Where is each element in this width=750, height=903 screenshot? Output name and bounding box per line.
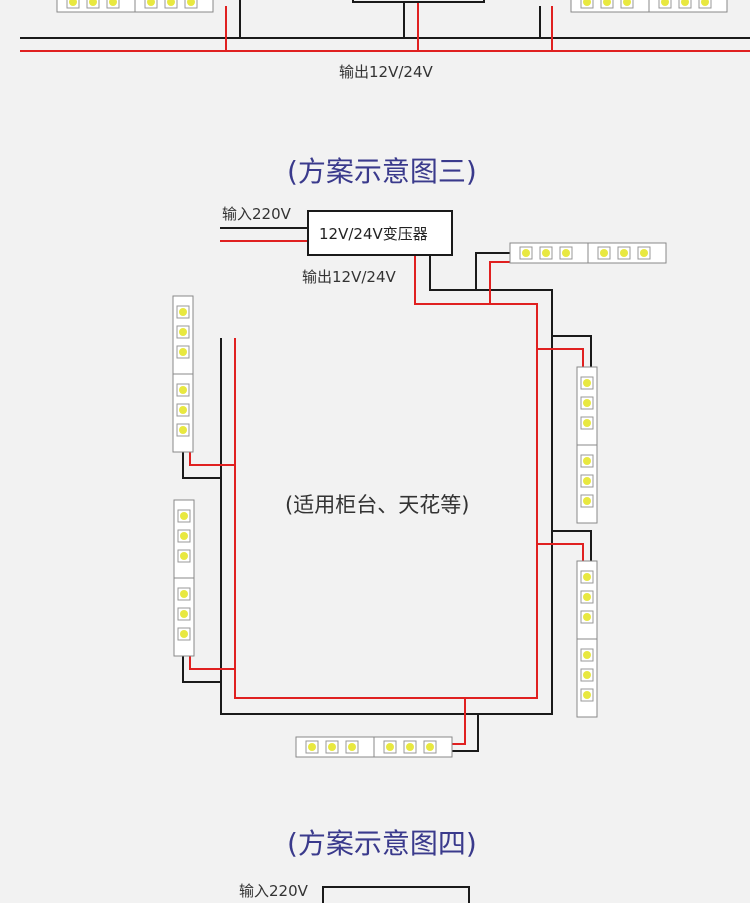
led-chip-light — [583, 651, 591, 659]
s3-black-branch-right-1 — [552, 335, 592, 367]
led-chip-light — [179, 406, 187, 414]
s3-red-branch-left-2 — [189, 656, 235, 670]
led-chip-light — [308, 743, 316, 751]
scheme4-input-label: 输入220V — [239, 882, 308, 900]
top-transformer-box-edge — [352, 0, 485, 3]
s3-black-branch-left-1 — [182, 452, 221, 479]
led-chip-light — [583, 419, 591, 427]
led-chip-light — [583, 477, 591, 485]
led-chip-light — [180, 590, 188, 598]
led-chip-light — [187, 0, 195, 6]
led-chip-light — [583, 573, 591, 581]
led-chip-light — [583, 593, 591, 601]
s3-led-strip-bottom — [295, 736, 453, 758]
s3-black-loop — [220, 255, 553, 715]
led-chip-light — [69, 0, 77, 6]
led-chip-light — [583, 671, 591, 679]
led-chip-light — [180, 532, 188, 540]
led-chip-light — [583, 691, 591, 699]
s3-black-branch-left-2 — [182, 656, 221, 683]
scheme3-transformer-label: 12V/24V变压器 — [319, 225, 428, 243]
led-chip-light — [542, 249, 550, 257]
led-chip-light — [406, 743, 414, 751]
led-chip-light — [89, 0, 97, 6]
led-chip-light — [167, 0, 175, 6]
s3-transformer-box — [307, 210, 453, 256]
led-chip-light — [348, 743, 356, 751]
led-chip-light — [180, 552, 188, 560]
s3-led-strip-right-2 — [576, 560, 598, 718]
black-wires — [20, 0, 750, 752]
s3-red-loop — [234, 255, 538, 699]
led-chip-light — [180, 610, 188, 618]
s3-led-strip-right-1 — [576, 366, 598, 524]
scheme3-output-label: 输出12V/24V — [302, 268, 396, 286]
led-chip-light — [681, 0, 689, 6]
led-chip-light — [562, 249, 570, 257]
s3-led-strip-top — [509, 242, 667, 264]
s3-led-strip-left-1 — [172, 295, 194, 453]
led-chip-light — [620, 249, 628, 257]
led-chip-light — [600, 249, 608, 257]
s3-black-branch-right-2 — [552, 530, 592, 561]
led-chip-light — [179, 328, 187, 336]
s3-red-branch-top — [489, 261, 510, 304]
led-chip-light — [583, 457, 591, 465]
led-chip-light — [109, 0, 117, 6]
s3-red-branch-right-2 — [537, 543, 584, 561]
transformer-boxes — [307, 0, 485, 903]
scheme3-title: (方案示意图三) — [287, 155, 477, 188]
led-chip-light — [583, 399, 591, 407]
top-led-strip-left — [56, 0, 214, 13]
scheme3-application-label: (适用柜台、天花等) — [285, 493, 470, 517]
led-chip-light — [583, 613, 591, 621]
led-chip-light — [701, 0, 709, 6]
led-chip-light — [661, 0, 669, 6]
led-strips — [56, 0, 728, 758]
s3-red-branch-right-1 — [537, 348, 584, 367]
s3-led-strip-left-2 — [173, 499, 195, 657]
led-chip-light — [386, 743, 394, 751]
led-chip-light — [583, 0, 591, 6]
scheme4-title: (方案示意图四) — [287, 827, 477, 860]
s4-transformer-box-edge — [322, 886, 470, 903]
led-chip-light — [583, 497, 591, 505]
scheme3-input-label: 输入220V — [222, 205, 291, 223]
s3-black-branch-bottom — [446, 714, 479, 752]
led-chip-light — [179, 426, 187, 434]
led-chip-light — [179, 308, 187, 316]
top-led-strip-right — [570, 0, 728, 13]
s3-black-branch-top — [475, 252, 510, 290]
s3-red-branch-left-1 — [189, 452, 235, 466]
led-chip-light — [426, 743, 434, 751]
led-chip-light — [583, 379, 591, 387]
led-chip-light — [623, 0, 631, 6]
led-chip-light — [179, 348, 187, 356]
led-chip-light — [603, 0, 611, 6]
red-wires — [20, 2, 750, 745]
led-chip-light — [180, 512, 188, 520]
top-output-label: 输出12V/24V — [339, 63, 433, 81]
led-chip-light — [179, 386, 187, 394]
led-chip-light — [147, 0, 155, 6]
led-chip-light — [640, 249, 648, 257]
led-chip-light — [180, 630, 188, 638]
led-chip-light — [328, 743, 336, 751]
led-chip-light — [522, 249, 530, 257]
